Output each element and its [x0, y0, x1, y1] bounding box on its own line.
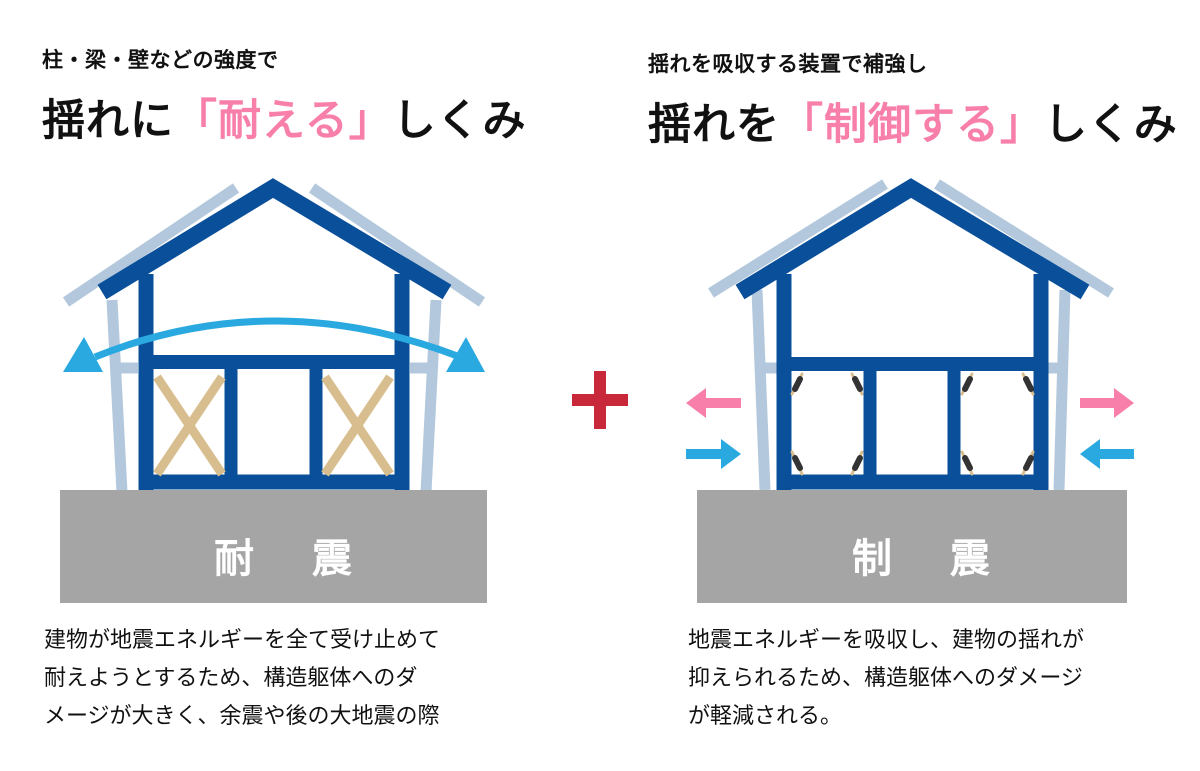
left-cross-braces — [153, 374, 394, 477]
left-main-frame — [97, 178, 452, 490]
left-base-block — [60, 490, 487, 603]
left-base-label: 耐 震 — [214, 536, 374, 582]
right-main-frame — [735, 178, 1090, 490]
arrow-left-blue-icon — [1080, 439, 1134, 469]
right-base-label: 制 震 — [852, 536, 1012, 582]
right-house-diagram — [686, 178, 1134, 603]
right-shadow-frame — [708, 179, 1114, 491]
right-title-highlight: 「制御する」 — [780, 100, 1044, 150]
right-description: 地震エネルギーを吸収し、建物の揺れが 抑えられるため、構造躯体へのダメージ が軽… — [688, 628, 1085, 729]
right-title: 揺れを「制御する」しくみ — [648, 90, 1178, 152]
right-base-block — [697, 490, 1127, 603]
arrow-right-pink-icon — [1080, 388, 1134, 418]
right-subtitle: 揺れを吸収する装置で補強し — [648, 52, 928, 76]
arrow-left-pink-icon — [686, 388, 741, 418]
left-description: 建物が地震エネルギーを全て受け止めて 耐えようとするため、構造躯体へのダ メージ… — [44, 628, 441, 729]
right-title-suffix: しくみ — [1044, 100, 1178, 150]
left-house-diagram — [60, 178, 487, 603]
left-arrows — [686, 388, 741, 469]
arrow-right-blue-icon — [686, 439, 741, 469]
left-title-highlight: 「耐える」 — [174, 96, 393, 146]
damper-icon — [792, 376, 1034, 471]
left-shadow-frame — [62, 183, 486, 493]
left-title: 揺れに「耐える」しくみ — [42, 86, 526, 148]
left-title-suffix: しくみ — [392, 96, 527, 146]
left-subtitle: 柱・梁・壁などの強度で — [42, 48, 279, 72]
right-title-prefix: 揺れを — [648, 100, 780, 150]
left-title-prefix: 揺れに — [42, 96, 174, 146]
curved-double-arrow-icon — [63, 317, 485, 372]
corner-dampers — [790, 372, 1035, 476]
right-arrows — [1080, 388, 1134, 469]
plus-sign-icon — [572, 371, 628, 429]
